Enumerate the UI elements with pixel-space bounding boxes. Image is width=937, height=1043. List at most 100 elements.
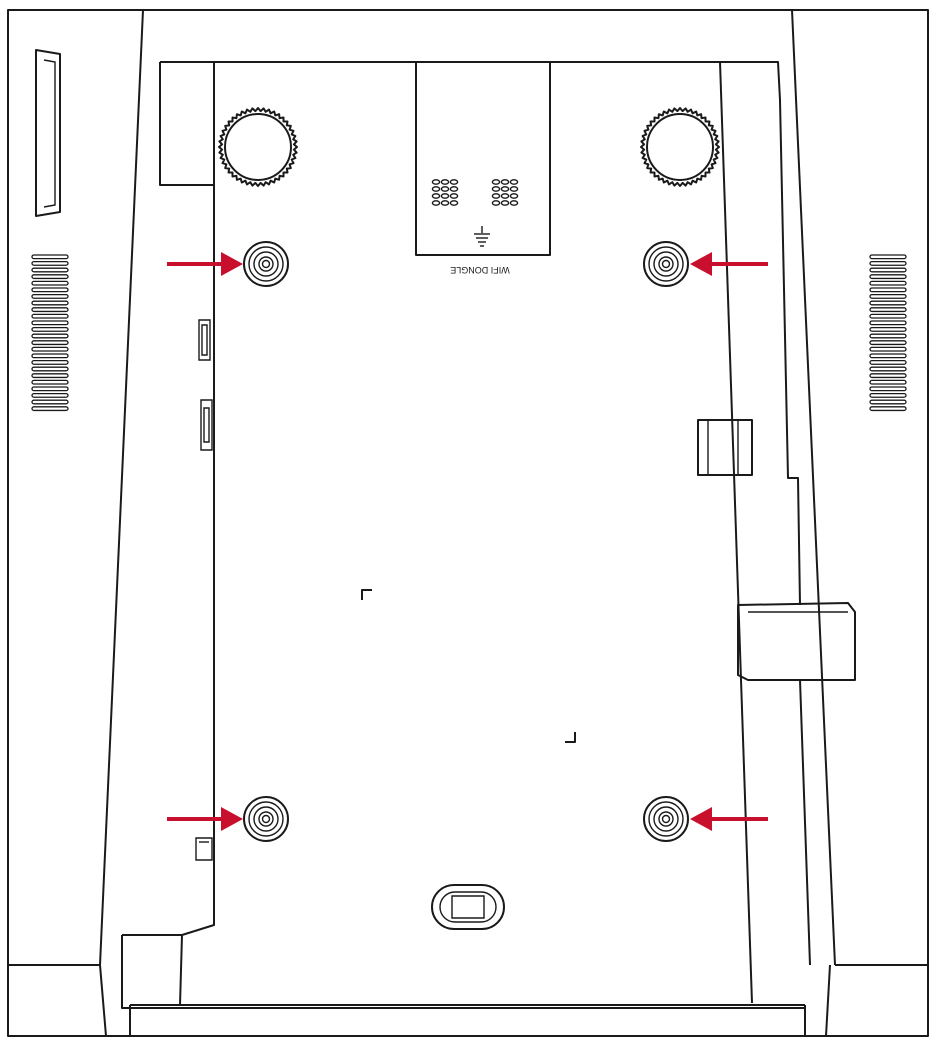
screw-ring — [661, 814, 671, 824]
mount-screw-bottom-left — [243, 796, 289, 842]
dongle-vent-hole — [491, 193, 501, 199]
vent-slot — [31, 260, 69, 266]
vent-slot — [31, 392, 69, 398]
vent-slot — [869, 320, 907, 326]
vent-slot — [31, 340, 69, 346]
dongle-vent-hole — [509, 193, 519, 199]
arrow-top-left-icon — [167, 252, 243, 276]
vent-slot — [869, 307, 907, 313]
screw-boss — [243, 796, 289, 842]
vent-slot — [869, 392, 907, 398]
vent-slot — [869, 353, 907, 359]
dongle-vent-hole — [449, 179, 459, 185]
dial-face — [646, 113, 714, 181]
dongle-vent-hole — [431, 200, 441, 206]
center-corner-mark-bottom-right — [565, 732, 576, 743]
vent-slot — [31, 333, 69, 339]
screw-ring — [253, 251, 279, 277]
vent-slot — [869, 399, 907, 405]
dongle-vent-hole — [440, 200, 450, 206]
vent-slot — [869, 280, 907, 286]
vent-slot — [31, 399, 69, 405]
mount-screw-bottom-right — [643, 796, 689, 842]
vent-slot — [31, 326, 69, 332]
ground-symbol-icon — [474, 226, 490, 247]
back-panel — [121, 61, 811, 1009]
screw-ring — [258, 256, 274, 272]
wifi-dongle-cover: WIFI DONGLE — [415, 61, 551, 275]
vent-slot — [869, 333, 907, 339]
left-vent-grille — [31, 254, 69, 412]
screw-ring — [658, 256, 674, 272]
mount-screw-top-right — [643, 241, 689, 287]
vent-slot — [31, 280, 69, 286]
dongle-vent-hole — [500, 186, 510, 192]
dongle-vent-hole — [509, 179, 519, 185]
vent-slot — [31, 254, 69, 260]
vent-slot — [869, 287, 907, 293]
dongle-vent-hole — [440, 193, 450, 199]
vent-slot — [31, 293, 69, 299]
vent-slot — [869, 366, 907, 372]
screw-ring — [261, 259, 271, 269]
vent-slot — [869, 406, 907, 412]
vent-slot — [869, 300, 907, 306]
dongle-vent-hole — [500, 200, 510, 206]
dial-knurl — [640, 107, 720, 187]
screw-ring — [258, 811, 274, 827]
dial-knurl — [218, 107, 298, 187]
vent-slot — [869, 293, 907, 299]
dongle-vent-hole — [491, 200, 501, 206]
mount-screw-top-left — [243, 241, 289, 287]
vent-slot — [869, 313, 907, 319]
outer-housing — [7, 9, 929, 1037]
arrow-head — [221, 807, 243, 831]
dongle-vent-hole — [509, 186, 519, 192]
dongle-vent-hole — [431, 179, 441, 185]
left-dial — [218, 107, 298, 187]
screw-ring — [248, 246, 284, 282]
screw-boss — [643, 796, 689, 842]
vent-slot — [31, 287, 69, 293]
screw-ring — [648, 246, 684, 282]
screw-ring — [653, 806, 679, 832]
vent-slot — [869, 346, 907, 352]
dongle-vent-hole — [491, 179, 501, 185]
dongle-vent-hole — [509, 200, 519, 206]
side-handle-slot — [35, 49, 61, 217]
right-vent-grille — [869, 254, 907, 412]
vent-slot — [869, 267, 907, 273]
vent-slot — [869, 340, 907, 346]
screw-boss — [243, 241, 289, 287]
vent-slot — [31, 307, 69, 313]
right-dial — [640, 107, 720, 187]
arrow-bottom-left-icon — [167, 807, 243, 831]
dongle-vent-holes — [431, 179, 519, 206]
wifi-dongle-label: WIFI DONGLE — [450, 265, 510, 275]
screw-ring — [653, 251, 679, 277]
dongle-vent-hole — [440, 179, 450, 185]
vent-slot — [869, 254, 907, 260]
center-corner-mark-top-left — [361, 589, 372, 600]
vent-slot — [31, 346, 69, 352]
vent-slot — [31, 320, 69, 326]
arrow-head — [221, 252, 243, 276]
vent-slot — [31, 386, 69, 392]
arrow-head — [690, 252, 712, 276]
dial-face — [224, 113, 292, 181]
screw-ring — [648, 801, 684, 837]
vent-slot — [31, 300, 69, 306]
right-latch-upper — [697, 419, 753, 476]
vent-slot — [869, 386, 907, 392]
dongle-vent-hole — [440, 186, 450, 192]
vent-slot — [31, 353, 69, 359]
vent-slot — [869, 379, 907, 385]
vent-slot — [869, 274, 907, 280]
side-port-connectors — [195, 319, 213, 861]
vent-slot — [869, 373, 907, 379]
dongle-vent-hole — [431, 193, 441, 199]
vent-slot — [31, 366, 69, 372]
vent-slot — [31, 406, 69, 412]
vent-slot — [869, 260, 907, 266]
screw-ring — [661, 259, 671, 269]
